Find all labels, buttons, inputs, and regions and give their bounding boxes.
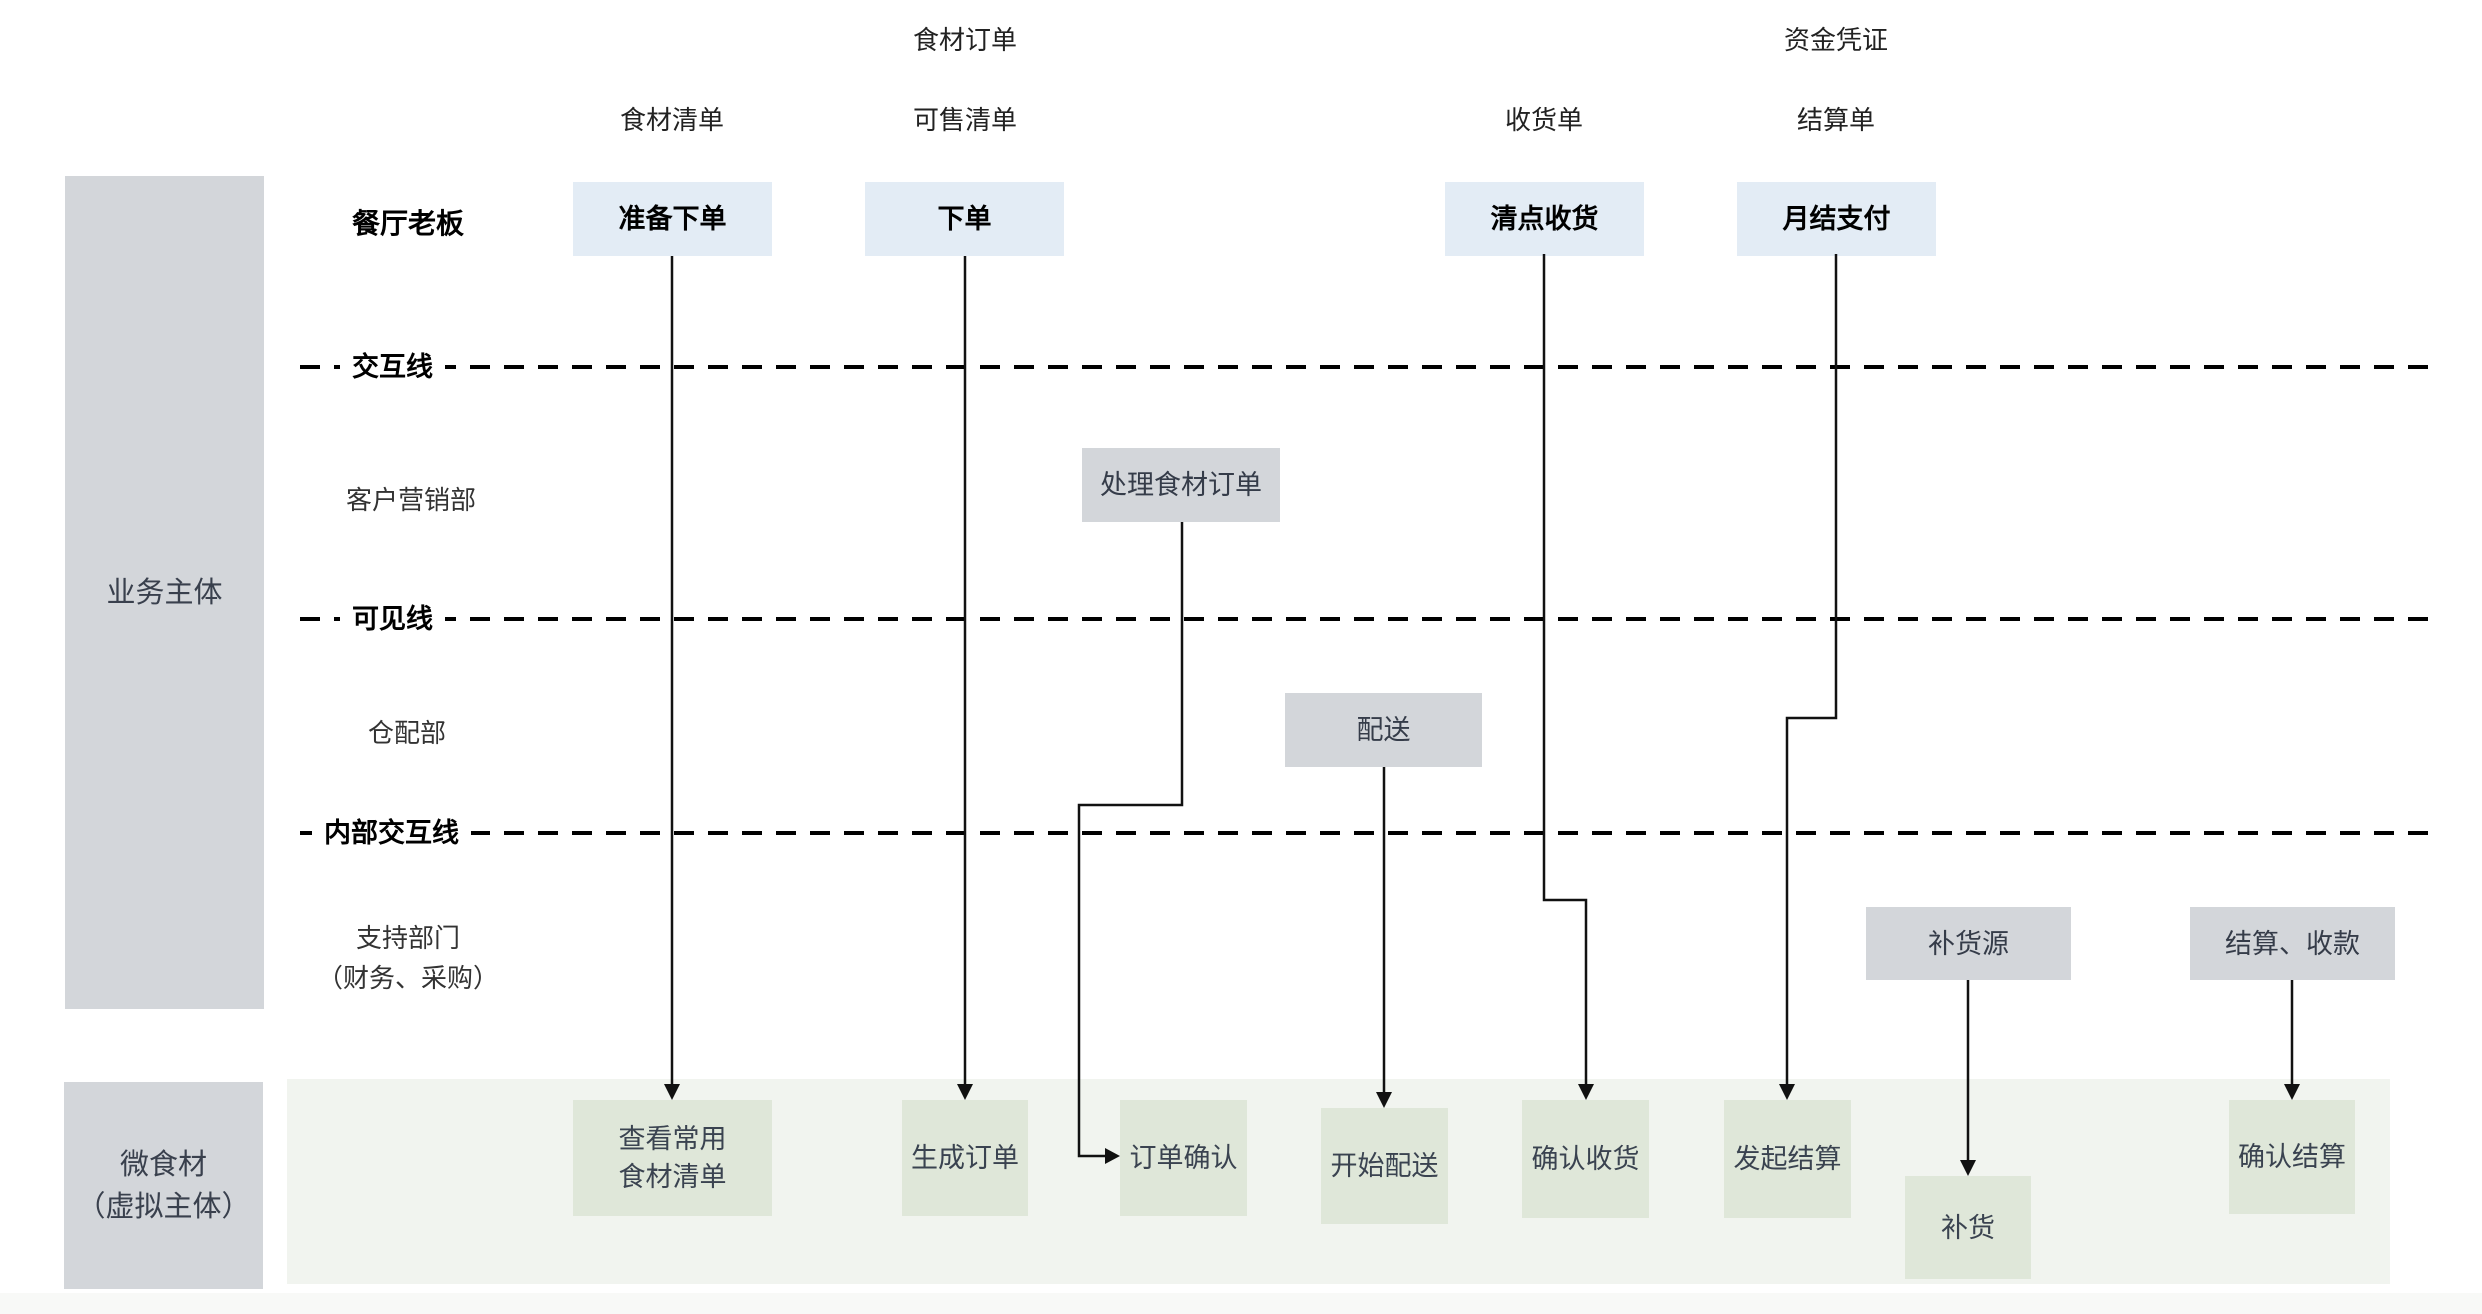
arrowhead-generate-order [957, 1084, 973, 1100]
action-box-view-ingredient-list[interactable]: 查看常用 食材清单 [573, 1100, 772, 1216]
action-box-restock[interactable]: 补货 [1905, 1176, 2031, 1279]
artifact-label-sellable-list: 可售清单 [912, 105, 1018, 135]
action-box-confirm-receipt-label: 确认收货 [1531, 1144, 1640, 1174]
artifact-label-receipt-note: 收货单 [1504, 105, 1584, 135]
connector-receive-to-confirm-receipt [1542, 254, 1588, 1084]
lane-label-support-dept: 支持部门 （财务、采购） [317, 918, 499, 998]
action-box-view-ingredient-list-line1: 查看常用 [618, 1124, 727, 1154]
connector-pay-to-settlement [1785, 254, 1838, 1084]
arrowhead-restock [1960, 1160, 1976, 1176]
action-box-generate-order[interactable]: 生成订单 [902, 1100, 1028, 1216]
sidebar-virtual-entity[interactable]: 微食材 （虚拟主体） [64, 1082, 263, 1289]
action-box-restock-label: 补货 [1941, 1212, 1995, 1243]
action-box-restock-source-label: 补货源 [1928, 928, 2009, 959]
sidebar-business-entity[interactable]: 业务主体 [65, 176, 264, 1009]
connector-process-to-confirm [1077, 522, 1184, 1158]
action-box-prepare-order-label: 准备下单 [618, 204, 727, 234]
action-box-confirm-order[interactable]: 订单确认 [1120, 1100, 1247, 1216]
action-box-delivery[interactable]: 配送 [1285, 693, 1482, 767]
separator-label-visibility: 可见线 [340, 599, 445, 639]
action-box-place-order-label: 下单 [937, 204, 992, 234]
artifact-label-settlement-note: 结算单 [1796, 105, 1876, 135]
action-box-start-delivery[interactable]: 开始配送 [1321, 1108, 1448, 1224]
artifact-label-fund-voucher: 资金凭证 [1783, 25, 1889, 55]
action-box-prepare-order[interactable]: 准备下单 [573, 182, 772, 256]
action-box-process-order[interactable]: 处理食材订单 [1082, 448, 1280, 522]
lane-label-support-dept-line2: （财务、采购） [316, 963, 500, 993]
action-box-confirm-settlement-label: 确认结算 [2238, 1142, 2346, 1172]
lane-label-restaurant-owner: 餐厅老板 [351, 208, 465, 239]
lane-label-support-dept-line1: 支持部门 [355, 923, 461, 953]
action-box-delivery-label: 配送 [1356, 715, 1411, 745]
sidebar-virtual-entity-label-line2: （虚拟主体） [76, 1190, 251, 1223]
action-box-start-delivery-label: 开始配送 [1330, 1151, 1439, 1181]
action-box-settle-collect-label: 结算、收款 [2225, 928, 2360, 959]
sidebar-virtual-entity-label-line1: 微食材 [119, 1148, 207, 1181]
action-box-confirm-order-label: 订单确认 [1129, 1143, 1238, 1173]
action-box-restock-source[interactable]: 补货源 [1866, 907, 2071, 980]
artifact-label-ingredient-list: 食材清单 [619, 105, 725, 135]
action-box-view-ingredient-list-line2: 食材清单 [618, 1162, 727, 1192]
separator-label-interaction: 交互线 [340, 347, 445, 387]
action-box-initiate-settlement-label: 发起结算 [1733, 1144, 1842, 1174]
action-box-initiate-settlement[interactable]: 发起结算 [1724, 1100, 1851, 1218]
arrowhead-start-delivery [1376, 1092, 1392, 1108]
action-box-place-order[interactable]: 下单 [865, 182, 1064, 256]
arrowhead-initiate-settlement [1779, 1084, 1795, 1100]
arrowhead-confirm-receipt [1578, 1084, 1594, 1100]
lane-label-warehouse-delivery: 仓配部 [367, 718, 447, 748]
artifact-label-ingredient-order: 食材订单 [912, 25, 1018, 55]
arrowhead-view-list [664, 1084, 680, 1100]
action-box-check-receive-label: 清点收货 [1490, 204, 1599, 234]
action-box-confirm-settlement[interactable]: 确认结算 [2229, 1100, 2355, 1214]
action-box-monthly-pay-label: 月结支付 [1782, 204, 1891, 234]
arrowhead-confirm-settlement [2284, 1084, 2300, 1100]
footer-strip [0, 1293, 2482, 1314]
lane-label-customer-marketing: 客户营销部 [345, 485, 477, 515]
action-box-monthly-pay[interactable]: 月结支付 [1737, 182, 1936, 256]
arrowhead-confirm-order [1105, 1148, 1120, 1164]
action-box-settle-collect[interactable]: 结算、收款 [2190, 907, 2395, 980]
sidebar-business-entity-label: 业务主体 [106, 576, 223, 609]
action-box-generate-order-label: 生成订单 [911, 1143, 1019, 1173]
action-box-check-receive[interactable]: 清点收货 [1445, 182, 1644, 256]
separator-label-internal-interaction: 内部交互线 [312, 813, 471, 853]
action-box-confirm-receipt[interactable]: 确认收货 [1522, 1100, 1649, 1218]
action-box-process-order-label: 处理食材订单 [1100, 470, 1262, 500]
